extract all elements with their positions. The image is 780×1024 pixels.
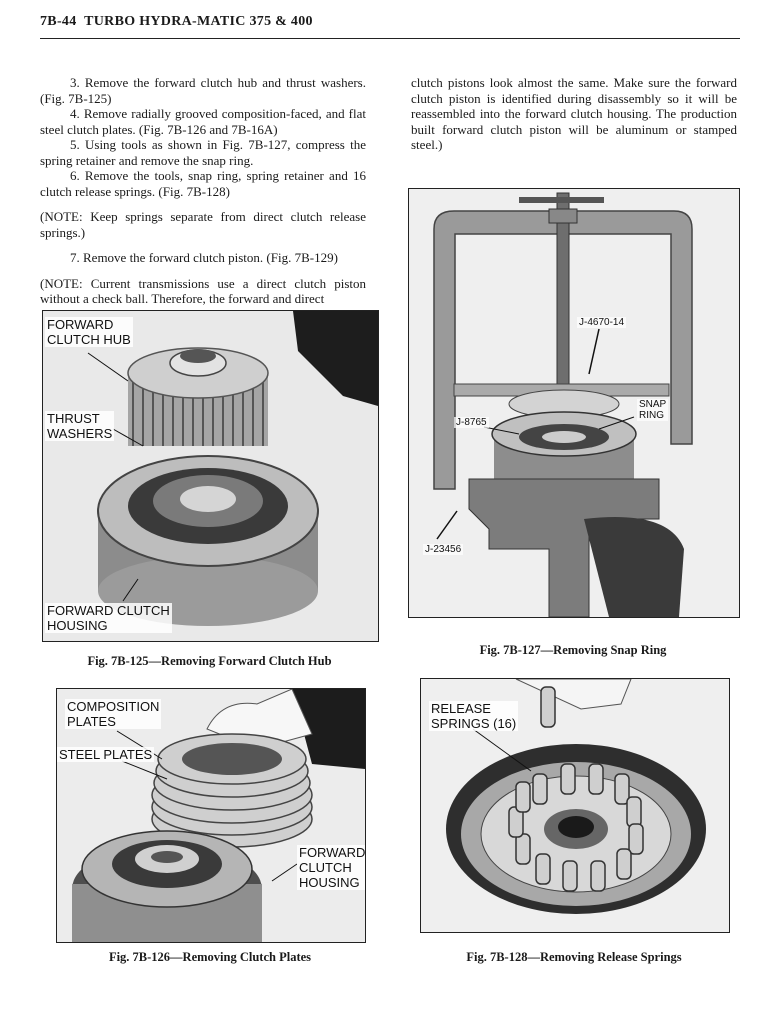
figure-7b-128: RELEASE SPRINGS (16): [420, 678, 730, 933]
label-forward-clutch-housing: FORWARD CLUTCH HOUSING: [45, 603, 172, 633]
page-header-title: TURBO HYDRA-MATIC 375 & 400: [84, 14, 313, 29]
label-thrust-washers: THRUST WASHERS: [45, 411, 115, 441]
note-springs: (NOTE: Keep springs separate from direct…: [40, 209, 366, 240]
caption-fig-7b-128: Fig. 7B-128—Removing Release Springs: [466, 950, 682, 964]
step-4: 4. Remove radially grooved composition-f…: [40, 106, 366, 137]
forward-clutch-hub-photo: [43, 311, 378, 641]
page-number: 7B-44: [40, 14, 77, 29]
label-tool-j-4670-14: J-4670-14: [577, 317, 627, 328]
label-tool-j-23456: J-23456: [423, 544, 464, 555]
label-forward-clutch-hub: FORWARD CLUTCH HUB: [45, 317, 133, 347]
figure-7b-127: J-4670-14 J-8765 SNAP RING J-23456: [408, 188, 740, 618]
step-6: 6. Remove the tools, snap ring, spring r…: [40, 168, 366, 199]
figure-7b-125: FORWARD CLUTCH HUB THRUST WASHERS FORWAR…: [42, 310, 379, 642]
left-text-column: 3. Remove the forward clutch hub and thr…: [40, 75, 366, 307]
note-piston: (NOTE: Current transmissions use a direc…: [40, 275, 366, 307]
label-snap-ring: SNAP RING: [637, 399, 669, 421]
label-steel-plates: STEEL PLATES: [57, 747, 155, 762]
clutch-plates-photo: [57, 689, 365, 942]
label-release-springs: RELEASE SPRINGS (16): [429, 701, 519, 731]
caption-fig-7b-126: Fig. 7B-126—Removing Clutch Plates: [108, 950, 312, 964]
caption-fig-7b-125: Fig. 7B-125—Removing Forward Clutch Hub: [87, 654, 332, 668]
right-text-column: clutch pistons look almost the same. Mak…: [411, 75, 737, 153]
caption-fig-7b-127: Fig. 7B-127—Removing Snap Ring: [479, 643, 667, 657]
label-tool-j-8765: J-8765: [454, 417, 489, 428]
label-composition-plates: COMPOSITION PLATES: [65, 699, 162, 729]
page-header: 7B-44 TURBO HYDRA-MATIC 375 & 400: [40, 14, 740, 39]
note-piston-continued: clutch pistons look almost the same. Mak…: [411, 75, 737, 152]
snap-ring-compressor-photo: [409, 189, 739, 617]
step-5: 5. Using tools as shown in Fig. 7B-127, …: [40, 137, 366, 168]
step-3: 3. Remove the forward clutch hub and thr…: [40, 75, 366, 106]
figure-7b-126: COMPOSITION PLATES STEEL PLATES FORWARD …: [56, 688, 366, 943]
label-forward-clutch-housing-126: FORWARD CLUTCH HOUSING: [297, 845, 366, 890]
step-7: 7. Remove the forward clutch piston. (Fi…: [70, 250, 338, 265]
